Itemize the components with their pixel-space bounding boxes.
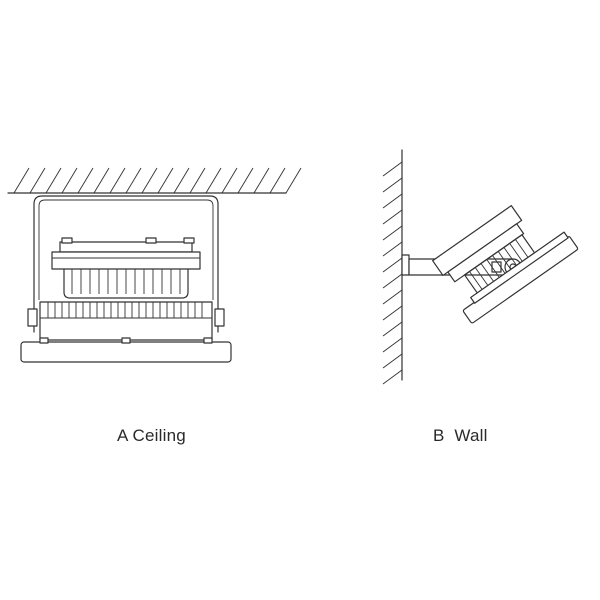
- ceiling-bracket: [33, 195, 219, 333]
- wall-lamp-body: [432, 205, 579, 324]
- lid-tab-left: [61, 237, 73, 244]
- wall-hatching: [382, 161, 403, 385]
- face-screw-left: [39, 337, 49, 344]
- driver-box-lid: [59, 241, 193, 253]
- ceiling-bracket-inner: [38, 199, 214, 300]
- wall-mount-figure: [382, 149, 579, 385]
- adjust-knob-left: [27, 308, 38, 327]
- lamp-face-plate: [20, 341, 232, 363]
- wall-label: B Wall: [433, 426, 488, 445]
- lid-tab-center: [145, 237, 157, 244]
- ceiling-mount-figure: [7, 167, 302, 363]
- face-screw-right: [203, 337, 213, 344]
- upper-heatsink-fins: [71, 269, 181, 294]
- face-screw-center: [121, 337, 131, 344]
- lid-tab-right: [183, 237, 195, 244]
- upper-heatsink-outline: [63, 268, 189, 299]
- wall-bracket-plate: [401, 254, 410, 276]
- adjust-knob-right: [214, 308, 225, 327]
- ceiling-label: A Ceiling: [117, 426, 186, 445]
- arm-knob: [491, 261, 502, 273]
- ceiling-hatching: [13, 167, 302, 194]
- driver-box: [51, 251, 201, 270]
- lamp-housing: [39, 301, 213, 341]
- lower-heatsink-fins: [47, 302, 203, 318]
